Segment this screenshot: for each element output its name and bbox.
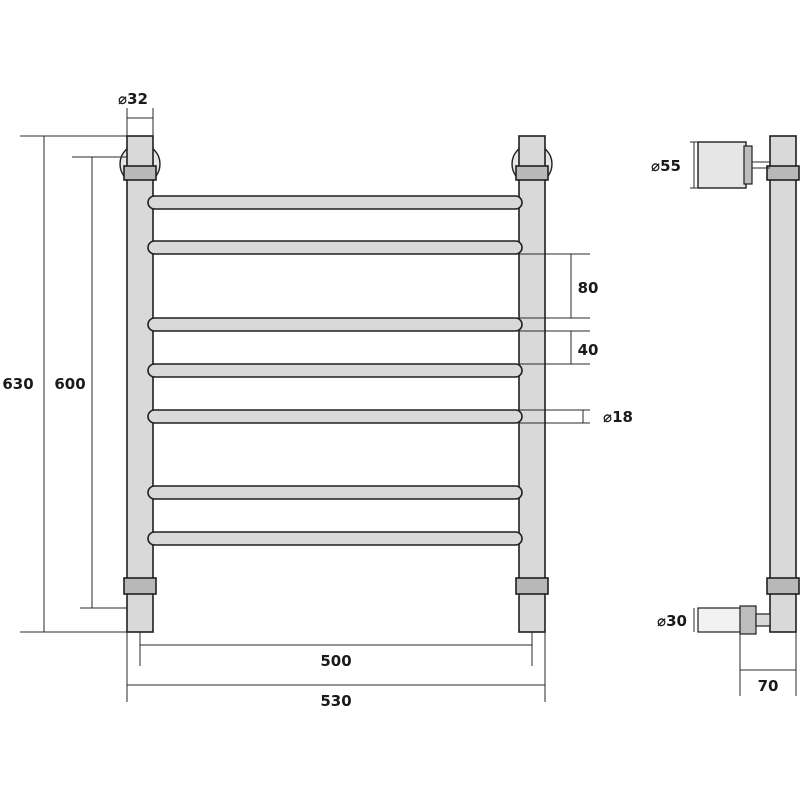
side-depth-label: 70 (758, 677, 779, 695)
left-bottom-collar (123, 577, 157, 595)
width-total-label: 530 (320, 692, 351, 710)
side-top-mount (697, 141, 747, 189)
side-bottom-connector (697, 607, 743, 633)
width-inner-label: 500 (320, 652, 351, 670)
front-dimensions: ⌀32 630 600 80 40 ⌀18 500 (2, 90, 633, 710)
side-connector-diameter-label: ⌀30 (657, 612, 687, 630)
height-total-label: 630 (2, 375, 33, 393)
right-post (518, 135, 546, 633)
rail-3 (147, 317, 523, 332)
front-view (119, 135, 553, 648)
side-post (769, 135, 797, 633)
right-bottom-collar (515, 577, 549, 595)
rail-1 (147, 195, 523, 210)
rail-6 (147, 485, 523, 500)
post-diameter-label: ⌀32 (118, 90, 148, 108)
rail-spacing-label: 80 (578, 279, 599, 297)
side-mount-diameter-label: ⌀55 (651, 157, 681, 175)
rail-2 (147, 240, 523, 255)
rail-4 (147, 363, 523, 378)
left-top-collar (123, 165, 157, 181)
left-post (126, 135, 154, 633)
rail-diameter-label: ⌀18 (603, 408, 633, 426)
rail-7 (147, 531, 523, 546)
right-top-collar (515, 165, 549, 181)
height-inner-label: 600 (54, 375, 85, 393)
side-view: ⌀55 ⌀30 70 (651, 135, 800, 696)
rail-gap-label: 40 (578, 341, 599, 359)
rail-5 (147, 409, 523, 424)
